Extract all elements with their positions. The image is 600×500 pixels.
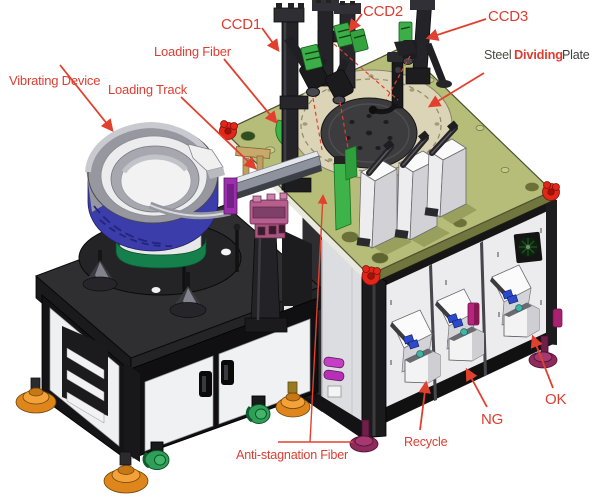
svg-text:OK: OK <box>545 391 566 408</box>
svg-text:Vibrating Device: Vibrating Device <box>9 73 100 88</box>
svg-text:Plate: Plate <box>562 48 590 62</box>
svg-text:Recycle: Recycle <box>404 435 448 449</box>
svg-text:CCD1: CCD1 <box>221 16 261 33</box>
svg-text:Anti-stagnation Fiber: Anti-stagnation Fiber <box>236 448 348 462</box>
svg-text:Loading Fiber: Loading Fiber <box>154 44 232 59</box>
svg-text:Loading Track: Loading Track <box>108 82 188 97</box>
svg-text:Steel: Steel <box>484 48 512 62</box>
svg-text:CCD3: CCD3 <box>488 8 528 25</box>
svg-text:Dividing: Dividing <box>514 47 563 62</box>
svg-text:CCD2: CCD2 <box>363 3 403 20</box>
svg-text:NG: NG <box>481 411 503 428</box>
